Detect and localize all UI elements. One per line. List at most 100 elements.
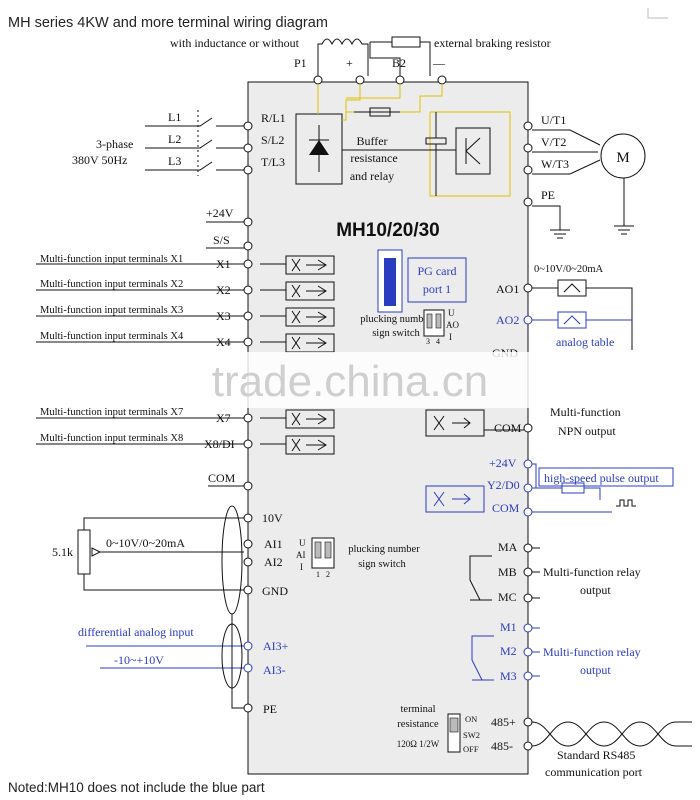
sw-ai-i: I xyxy=(300,562,303,572)
diff-in-wiring xyxy=(86,645,244,669)
twisted-pair-icon xyxy=(531,721,692,747)
terminal-m2 xyxy=(523,647,533,657)
relay2-wires xyxy=(532,627,540,677)
terminal-w xyxy=(523,165,533,175)
sw-ai-ai: AI xyxy=(296,550,306,560)
buffer-label-3: and relay xyxy=(350,169,394,183)
ao-range-label: 0~10V/0~20mA xyxy=(534,264,604,275)
corner-mark xyxy=(647,8,668,19)
power-circuit xyxy=(295,84,511,197)
relay2-label-1: Multi-function relay xyxy=(543,645,641,659)
terminal-mb xyxy=(523,567,533,577)
npn-com-label: COM xyxy=(494,421,522,435)
switch1-label-1: plucking number xyxy=(360,314,432,325)
switch1-i: I xyxy=(449,332,452,342)
terminal-pulse-y2 xyxy=(523,483,533,493)
terminal-u xyxy=(523,121,533,131)
relay2-label-2: output xyxy=(580,663,611,677)
motor-wiring xyxy=(532,129,634,239)
terminal-ao2 xyxy=(523,315,533,325)
di-label-x4: Multi-function input terminals X4 xyxy=(40,331,184,342)
braking-label: external braking resistor xyxy=(434,36,551,50)
terminal-t xyxy=(243,165,253,175)
terminal-minus-label: — xyxy=(432,56,446,70)
terminal-ai3n xyxy=(243,663,253,673)
terminal-485n xyxy=(523,741,533,751)
relay1-wires xyxy=(532,547,540,599)
switch1-u: U xyxy=(448,308,455,318)
sw-ai-n1: 1 xyxy=(316,570,320,579)
ai2-label: AI2 xyxy=(264,555,283,569)
di-label-x2: Multi-function input terminals X2 xyxy=(40,279,183,290)
pe-left-wire xyxy=(231,614,244,709)
motor-label: M xyxy=(616,150,629,166)
terminal-r-label: R/L1 xyxy=(261,111,286,125)
pulse-y2-label: Y2/D0 xyxy=(487,478,520,492)
potentiometer-wiring xyxy=(77,505,244,615)
terminal-x1 xyxy=(243,259,253,269)
footnote: Noted:MH10 does not include the blue par… xyxy=(8,780,265,795)
inductor-icon xyxy=(317,38,369,76)
terminal-ss xyxy=(243,241,253,251)
terminal-ai1 xyxy=(243,539,253,549)
ai3p-label: AI3+ xyxy=(263,639,289,653)
terminal-ma xyxy=(523,543,533,553)
pulse-opto-icon xyxy=(425,485,485,513)
terminal-485p xyxy=(523,717,533,727)
pg-card-label-2: port 1 xyxy=(423,282,451,296)
pot-label: 5.1k xyxy=(52,545,73,559)
line-l3-label: L3 xyxy=(168,154,181,168)
di-label-x7: Multi-function input terminals X7 xyxy=(40,407,183,418)
ss-label: S/S xyxy=(213,233,230,247)
terminal-x4 xyxy=(243,337,253,347)
watermark-band xyxy=(0,352,700,408)
ao-meter-wiring xyxy=(532,279,633,350)
switch1-n3: 3 xyxy=(426,337,430,346)
motor-icon xyxy=(600,133,646,179)
ai3n-label: AI3- xyxy=(263,663,286,677)
dip-switch-2-icon xyxy=(311,537,335,569)
npn-label-2: NPN output xyxy=(558,424,616,438)
sw-ai-u: U xyxy=(299,538,306,548)
relay1-label-2: output xyxy=(580,583,611,597)
npn-opto-icon xyxy=(425,409,524,437)
terminal-x8-label: X8/DI xyxy=(204,437,235,451)
terminal-plus xyxy=(355,75,365,85)
line-l1-label: L1 xyxy=(168,110,181,124)
terminal-x2-label: X2 xyxy=(216,283,231,297)
rs485-plus-label: 485+ xyxy=(491,715,516,729)
inductance-label: with inductance or without xyxy=(170,36,300,50)
terminal-ai3p xyxy=(243,641,253,651)
line-l2-label: L2 xyxy=(168,132,181,146)
relay-mb-label: MB xyxy=(498,565,517,579)
npn-label-1: Multi-function xyxy=(550,405,621,419)
pulse-label: high-speed pulse output xyxy=(544,471,659,485)
terminal-x1-label: X1 xyxy=(216,257,231,271)
buffer-label-1: Buffer xyxy=(356,134,387,148)
pulse-v24-label: +24V xyxy=(489,456,517,470)
ai1-label: AI1 xyxy=(264,537,283,551)
watermark: trade.china.cn xyxy=(212,357,488,406)
com-left-label: COM xyxy=(208,471,236,485)
relay-m3-label: M3 xyxy=(500,669,517,683)
di-label-x3: Multi-function input terminals X3 xyxy=(40,305,183,316)
gnd-left-label: GND xyxy=(262,584,288,598)
terminal-plus-label: + xyxy=(346,56,353,70)
supply-label-2: 380V 50Hz xyxy=(72,153,127,167)
terminal-w-label: W/T3 xyxy=(541,157,569,171)
di-label-x8: Multi-function input terminals X8 xyxy=(40,433,183,444)
diff-in-label: differential analog input xyxy=(78,625,194,639)
terminal-gnd-left xyxy=(243,585,253,595)
sw-ai-label-1: plucking number xyxy=(348,544,420,555)
buffer-label-2: resistance xyxy=(350,151,397,165)
rs485-res-label-3: 120Ω 1/2W xyxy=(397,739,440,749)
optocoupler-icons xyxy=(285,255,335,455)
v10-label: 10V xyxy=(262,511,283,525)
terminal-s xyxy=(243,143,253,153)
terminal-x7 xyxy=(243,413,253,423)
pg-card-bar xyxy=(384,258,396,306)
terminal-v xyxy=(523,143,533,153)
relay-m2-label: M2 xyxy=(500,644,517,658)
pulse-wiring xyxy=(532,463,636,513)
terminal-u-label: U/T1 xyxy=(541,113,566,127)
